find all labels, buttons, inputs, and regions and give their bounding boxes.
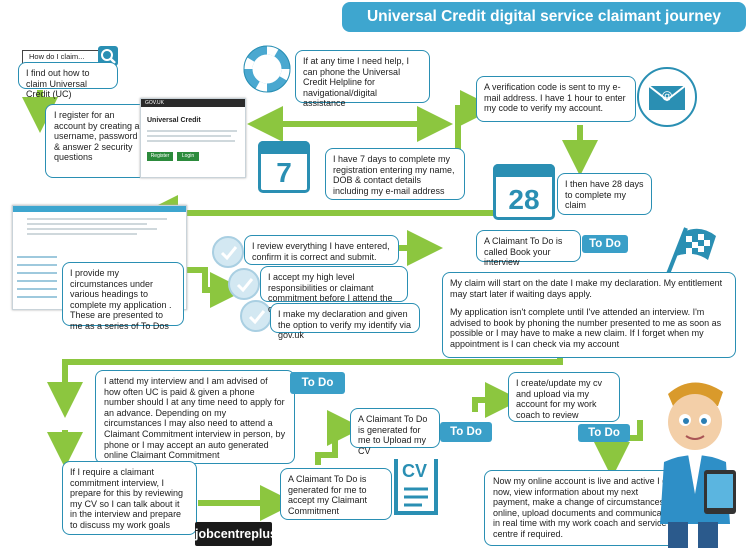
calendar-7-icon: 7	[258, 141, 310, 193]
todo-badge-attend: To Do	[290, 372, 345, 394]
step-live: Now my online account is live and active…	[484, 470, 686, 546]
step-update-cv-text: I create/update my cv and upload via my …	[516, 378, 603, 420]
step-book-interview: A Claimant To Do is called Book your int…	[476, 230, 581, 267]
step-upload-cv: A Claimant To Do is generated for me to …	[350, 408, 440, 456]
calendar-28-icon: 28	[493, 164, 555, 220]
cv-label: CV	[402, 461, 428, 481]
step-register-text: I register for an account by creating a …	[54, 110, 140, 163]
todo-badge-upload-cv: To Do	[440, 422, 492, 442]
step-update-cv: I create/update my cv and upload via my …	[508, 372, 620, 422]
svg-text:@: @	[662, 89, 673, 102]
service-title: Universal Credit	[147, 117, 201, 124]
todo-badge-book-interview: To Do	[582, 235, 628, 253]
step-review-text: I review everything I have entered, conf…	[252, 241, 390, 262]
step-declaration: I make my declaration and given the opti…	[270, 303, 420, 340]
step-verification-text: A verification code is sent to my e-mail…	[484, 82, 626, 114]
register-button[interactable]: Register	[147, 152, 173, 161]
step-attend-text: I attend my interview and I am advised o…	[104, 376, 286, 461]
step-accept: I accept my high level responsibilities …	[260, 266, 408, 314]
calendar-7-number: 7	[276, 157, 292, 188]
step-helpline: If at any time I need help, I can phone …	[295, 50, 430, 108]
step-accept-commitment-text: A Claimant To Do is generated for me to …	[288, 474, 368, 516]
check-icon-1	[212, 236, 244, 268]
step-find-out: I find out how to claim Universal Credit…	[18, 62, 118, 99]
step-attend: I attend my interview and I am advised o…	[95, 370, 295, 464]
step-register: I register for an account by creating a …	[45, 104, 149, 178]
step-book-interview-text: A Claimant To Do is called Book your int…	[484, 236, 563, 268]
claimant-character-illustration	[638, 374, 748, 550]
step-review: I review everything I have entered, conf…	[244, 235, 399, 265]
page-title: Universal Credit digital service claiman…	[342, 2, 746, 32]
calendar-28-number: 28	[508, 184, 540, 215]
step-helpline-text: If at any time I need help, I can phone …	[303, 56, 410, 109]
step-provide: I provide my circumstances under various…	[62, 262, 184, 331]
step-verification: A verification code is sent to my e-mail…	[476, 76, 636, 122]
step-seven-days-text: I have 7 days to complete my registratio…	[333, 154, 455, 196]
step-twentyeight-days: I then have 28 days to complete my claim	[557, 173, 652, 215]
register-screenshot: GOV.UK Universal Credit Register Login	[140, 98, 246, 178]
step-claim-start: My claim will start on the date I make m…	[442, 272, 736, 358]
step-prepare: If I require a claimant commitment inter…	[62, 461, 197, 535]
step-claim-start-text-2: My application isn't complete until I've…	[450, 307, 722, 350]
cv-document-icon: CV	[390, 455, 442, 517]
login-button[interactable]: Login	[177, 152, 199, 161]
step-upload-cv-text: A Claimant To Do is generated for me to …	[358, 414, 428, 456]
jobcentreplus-logo: jobcentreplus	[195, 522, 277, 546]
search-icon[interactable]	[98, 46, 118, 66]
check-icon-3	[240, 300, 272, 332]
todo-badge-update-cv: To Do	[578, 424, 630, 442]
step-provide-text: I provide my circumstances under various…	[70, 268, 172, 332]
step-live-text: Now my online account is live and active…	[493, 476, 677, 540]
step-declaration-text: I make my declaration and given the opti…	[278, 309, 412, 341]
step-accept-commitment: A Claimant To Do is generated for me to …	[280, 468, 392, 520]
govuk-bar: GOV.UK	[141, 99, 245, 107]
step-find-out-text: I find out how to claim Universal Credit…	[26, 68, 90, 100]
checkered-flag-icon	[664, 222, 724, 278]
lifebuoy-icon	[243, 45, 291, 93]
step-twentyeight-days-text: I then have 28 days to complete my claim	[565, 179, 644, 211]
email-icon: @	[636, 66, 698, 128]
step-prepare-text: If I require a claimant commitment inter…	[70, 467, 184, 531]
check-icon-2	[228, 268, 260, 300]
step-seven-days: I have 7 days to complete my registratio…	[325, 148, 465, 200]
step-claim-start-text-1: My claim will start on the date I make m…	[450, 278, 723, 299]
